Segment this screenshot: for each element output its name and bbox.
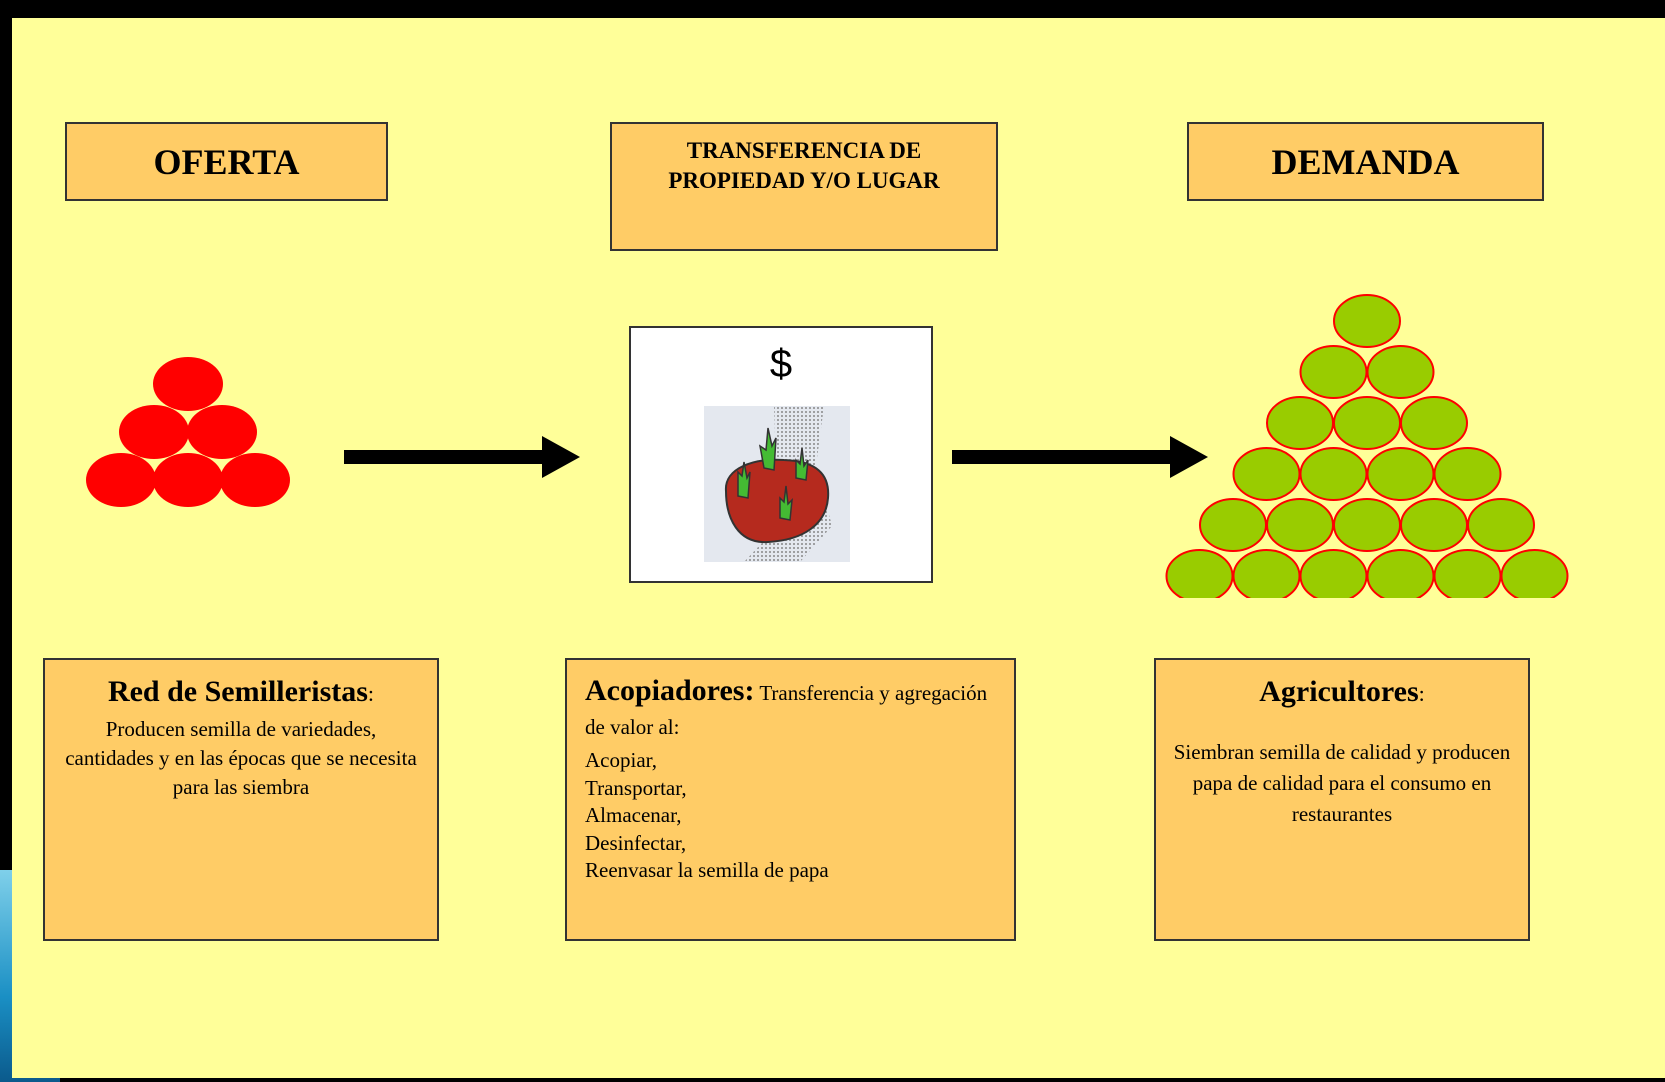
demand-dot — [1433, 447, 1502, 501]
header-transferencia: TRANSFERENCIA DE PROPIEDAD Y/O LUGAR — [610, 122, 998, 251]
header-oferta-label: OFERTA — [153, 141, 300, 182]
demand-dot — [1232, 549, 1301, 598]
supply-dot — [153, 357, 223, 411]
demand-dot — [1333, 396, 1401, 450]
acopiadores-description-intro: Transferencia y agregación de valor al: — [585, 681, 988, 739]
demand-dot — [1467, 498, 1535, 552]
arrow-supply-to-transfer — [344, 450, 544, 464]
demand-dot — [1500, 549, 1569, 598]
transfer-image-box: $ — [629, 326, 933, 583]
demand-dot — [1333, 498, 1401, 552]
acopiadores-list-item: Almacenar, — [585, 803, 682, 827]
price-symbol: $ — [769, 342, 793, 386]
header-oferta: OFERTA — [65, 122, 388, 201]
oferta-description-colon: : — [367, 681, 375, 706]
demand-dot — [1366, 549, 1435, 598]
demand-dot — [1165, 549, 1234, 598]
supply-dot — [220, 453, 290, 507]
arrow-supply-to-transfer-head — [542, 436, 580, 478]
acopiadores-list-item: Transportar, — [585, 775, 687, 800]
agricultores-description-body: Siembran semilla de calidad y producen p… — [1173, 740, 1511, 826]
demand-dots-pyramid — [1165, 294, 1569, 598]
agricultores-description-box: Agricultores: Siembran semilla de calida… — [1154, 658, 1530, 941]
acopiadores-description-title: Acopiadores: — [585, 674, 755, 707]
agricultores-description-colon: : — [1418, 681, 1425, 706]
acopiadores-list-item: Reenvasar la semilla de papa — [585, 858, 829, 882]
demand-dot — [1266, 396, 1334, 450]
acopiadores-list-item: Desinfectar, — [585, 830, 687, 855]
arrow-transfer-to-demand — [952, 450, 1174, 464]
demand-dot — [1266, 498, 1334, 552]
oferta-description-title: Red de Semilleristas — [107, 675, 368, 708]
acopiadores-description-box: Acopiadores: Transferencia y agregación … — [565, 658, 1016, 941]
acopiadores-list-item: Acopiar, — [585, 748, 658, 772]
demand-dot — [1299, 345, 1368, 399]
header-transferencia-label: TRANSFERENCIA DE PROPIEDAD Y/O LUGAR — [668, 138, 940, 193]
header-demanda-label: DEMANDA — [1271, 141, 1460, 182]
demand-dot — [1333, 294, 1401, 348]
agricultores-description-title: Agricultores — [1259, 675, 1419, 708]
demand-dot — [1299, 447, 1368, 501]
supply-dot — [119, 405, 189, 459]
demand-dot — [1400, 498, 1468, 552]
demand-dot — [1400, 396, 1468, 450]
oferta-description-body: Producen semilla de variedades, cantidad… — [65, 717, 417, 799]
demand-dot — [1433, 549, 1502, 598]
acopiadores-list: Acopiar, Transportar, Almacenar, Desinfe… — [585, 747, 996, 885]
oferta-description-box: Red de Semilleristas: Producen semilla d… — [43, 658, 439, 941]
header-demanda: DEMANDA — [1187, 122, 1544, 201]
supply-dots-pyramid — [86, 357, 290, 507]
supply-dot — [187, 405, 257, 459]
supply-dot — [153, 453, 223, 507]
supply-dot — [86, 453, 156, 507]
demand-dot — [1366, 447, 1435, 501]
demand-dot — [1199, 498, 1267, 552]
slide: OFERTA TRANSFERENCIA DE PROPIEDAD Y/O LU… — [12, 18, 1665, 1078]
demand-dot — [1232, 447, 1301, 501]
seed-potato-icon — [704, 406, 850, 562]
demand-dot — [1366, 345, 1435, 399]
demand-dot — [1299, 549, 1368, 598]
arrow-transfer-to-demand-head — [1170, 436, 1208, 478]
